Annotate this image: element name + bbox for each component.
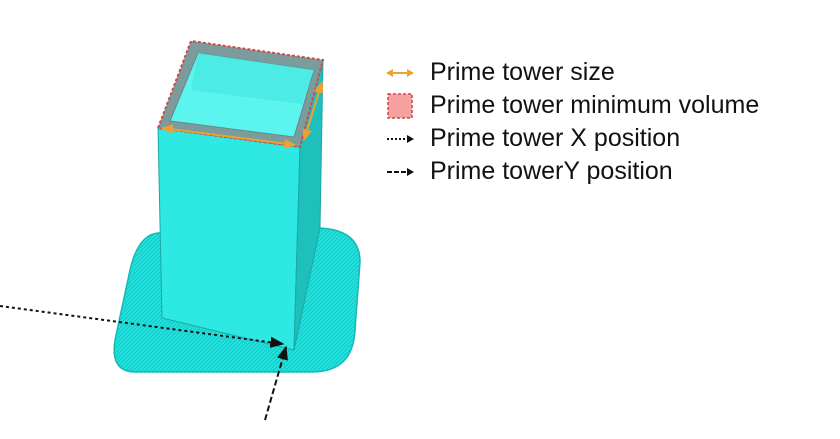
legend-label: Prime tower size — [430, 58, 615, 86]
legend-item-x-position: Prime tower X position — [372, 122, 824, 155]
legend: Prime tower size Prime tower minimum vol… — [372, 56, 824, 188]
filled-square-icon — [372, 89, 428, 122]
legend-item-size: Prime tower size — [372, 56, 824, 89]
legend-label: Prime towerY position — [430, 157, 673, 185]
legend-label: Prime tower minimum volume — [430, 91, 760, 119]
tower-top-rim — [156, 39, 325, 149]
legend-item-minimum-volume: Prime tower minimum volume — [372, 89, 824, 122]
dotted-arrow-icon — [372, 122, 428, 155]
legend-item-y-position: Prime towerY position — [372, 155, 824, 188]
prime-tower-y-position-arrow — [264, 345, 288, 421]
legend-label: Prime tower X position — [430, 124, 681, 152]
double-headed-arrow-icon — [372, 56, 428, 89]
dashed-arrow-icon — [372, 155, 428, 188]
prime-tower-size-arrows — [160, 80, 324, 149]
